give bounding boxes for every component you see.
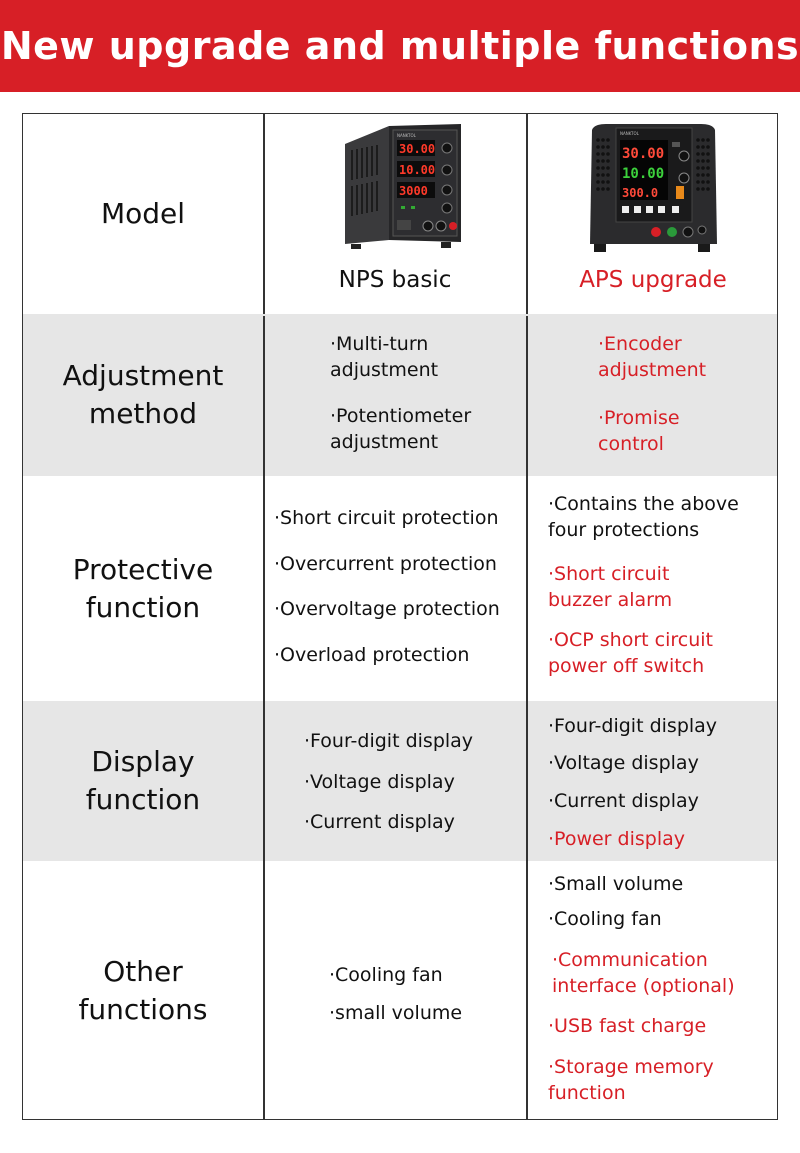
nps-protective-item: ·Short circuit protection	[274, 507, 499, 529]
aps-protective-summary: ·Contains the above four protections	[548, 493, 739, 541]
aps-display-item-power: ·Power display	[548, 828, 685, 850]
nps-other-item: ·Cooling fan	[329, 964, 443, 986]
nps-model-name: NPS basic	[338, 267, 452, 293]
header-banner: New upgrade and multiple functions	[0, 0, 800, 92]
label-adjustment: Adjustment method	[62, 359, 224, 430]
nps-device-image: NANKTOL 30.00 10.00 3000	[345, 124, 461, 249]
aps-current-readout: 10.00	[622, 166, 664, 182]
aps-device-image: NANKTOL 30.00 10.00 300.0	[590, 124, 717, 252]
aps-adjustment-item: ·Promise control	[598, 407, 680, 455]
nps-display-item: ·Current display	[304, 811, 455, 833]
aps-other-item: ·Communication interface (optional)	[552, 949, 735, 997]
aps-other-item: ·Cooling fan	[548, 908, 662, 930]
nps-protective-item: ·Overload protection	[274, 644, 470, 666]
comparison-table: Model NANKTOL 30.00 10.00 3000 NPS basic	[22, 113, 778, 1120]
nps-adjustment-item: ·Multi-turn adjustment	[330, 333, 439, 381]
nps-other-item: ·small volume	[329, 1002, 463, 1024]
nps-current-readout: 10.00	[399, 163, 435, 177]
row-separator	[23, 314, 777, 316]
aps-voltage-readout: 30.00	[622, 146, 664, 162]
row-display-bg	[23, 701, 777, 861]
label-other: Other functions	[78, 955, 208, 1026]
svg-text:NANKTOL: NANKTOL	[397, 133, 417, 138]
row-adjustment-bg	[23, 314, 777, 476]
aps-adjustment-item: ·Encoder adjustment	[598, 333, 707, 381]
label-display: Display function	[85, 745, 201, 816]
aps-other-item: ·Small volume	[548, 873, 684, 895]
nps-protective-item: ·Overvoltage protection	[274, 598, 500, 620]
banner-title: New upgrade and multiple functions	[0, 24, 800, 68]
aps-power-readout: 300.0	[622, 186, 658, 200]
nps-voltage-readout: 30.00	[399, 142, 435, 156]
aps-model-name: APS upgrade	[579, 267, 727, 293]
column-divider-1	[263, 114, 265, 1119]
aps-display-item: ·Voltage display	[548, 752, 699, 774]
nps-power-readout: 3000	[399, 184, 428, 198]
label-model: Model	[100, 197, 186, 230]
aps-display-item: ·Current display	[548, 790, 699, 812]
nps-display-item: ·Four-digit display	[304, 730, 474, 752]
aps-other-item: ·USB fast charge	[548, 1015, 707, 1037]
aps-protective-item: ·Short circuit buzzer alarm	[548, 563, 673, 611]
aps-protective-item: ·OCP short circuit power off switch	[548, 629, 713, 677]
aps-display-item: ·Four-digit display	[548, 715, 718, 737]
label-protective: Protective function	[72, 552, 214, 624]
svg-text:NANKTOL: NANKTOL	[620, 131, 640, 136]
aps-other-item: ·Storage memory function	[548, 1056, 714, 1104]
nps-display-item: ·Voltage display	[304, 771, 455, 793]
nps-protective-item: ·Overcurrent protection	[274, 553, 497, 575]
nps-adjustment-item: ·Potentiometer adjustment	[330, 405, 472, 453]
column-divider-2	[526, 114, 528, 1119]
